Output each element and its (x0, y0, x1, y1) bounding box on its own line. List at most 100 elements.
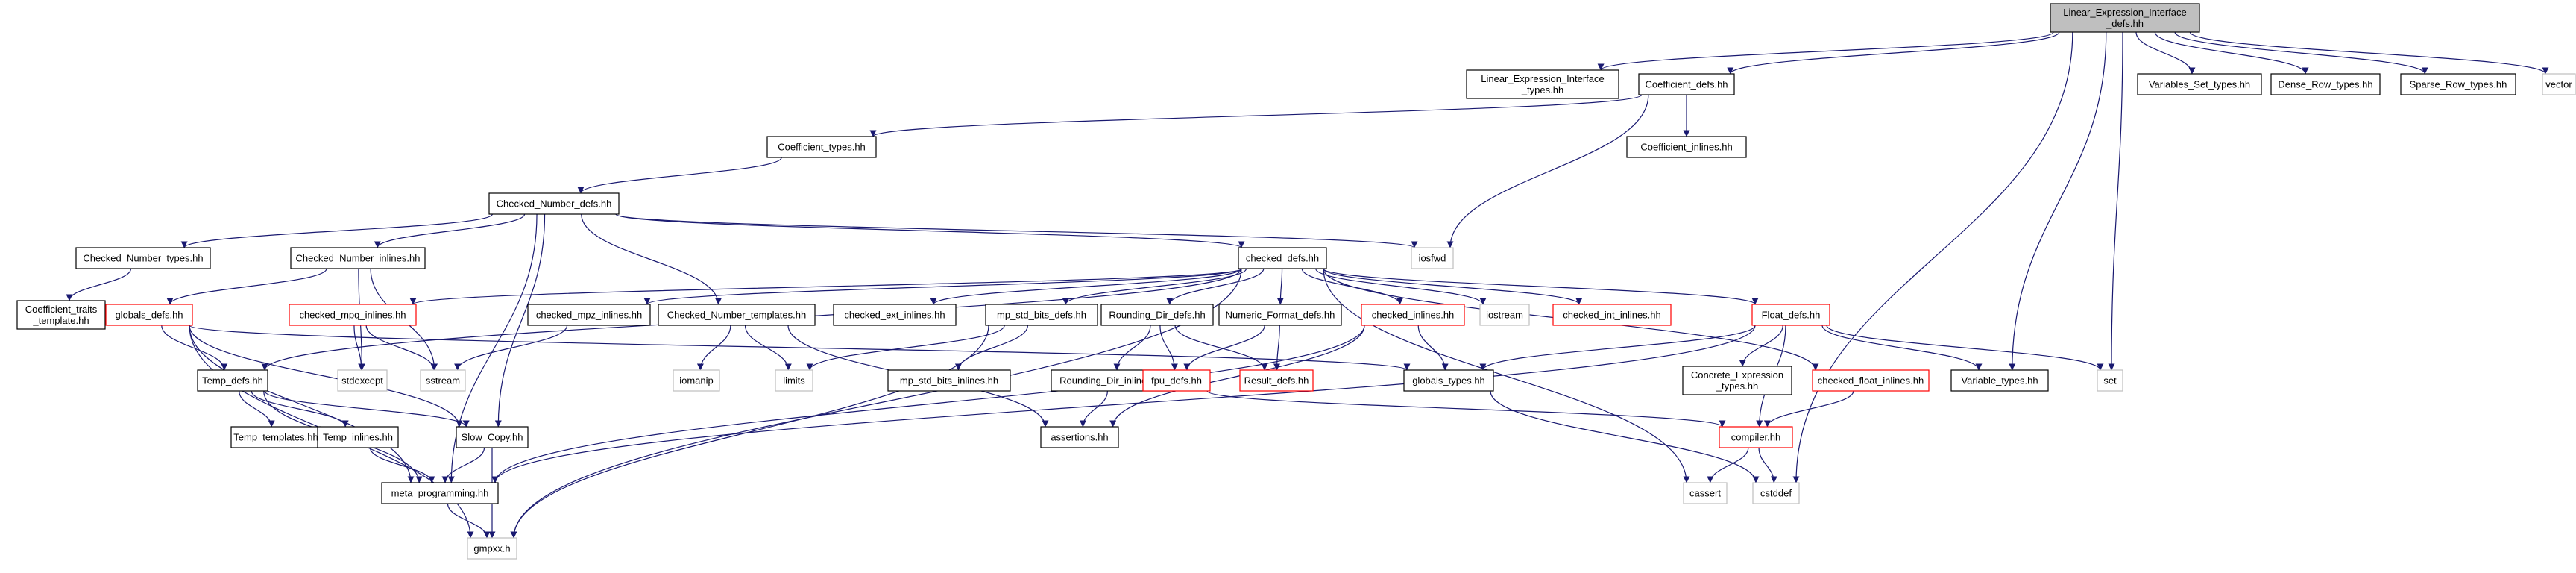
node-lei-types[interactable]: Linear_Expression_Interface_types.hh (1466, 69, 1619, 99)
node-temp-defs[interactable]: Temp_defs.hh (197, 369, 268, 392)
node-vector: vector (2542, 73, 2576, 96)
edge-cn_types-to-coef_traits (66, 268, 132, 301)
node-coef-inlines[interactable]: Coefficient_inlines.hh (1626, 136, 1747, 158)
node-concrete-expr[interactable]: Concrete_Expression_types.hh (1682, 366, 1792, 395)
edge-coef_defs-to-coef_types (869, 94, 1643, 137)
node-temp-inlines[interactable]: Temp_inlines.hh (317, 426, 399, 448)
edge-float_defs-to-set (1826, 325, 2104, 371)
edge-rounding_dir_defs-to-result_defs (1174, 325, 1268, 371)
node-stdexcept: stdexcept (337, 369, 388, 392)
node-root[interactable]: Linear_Expression_Interface_defs.hh (2050, 3, 2200, 33)
edge-coef_defs-to-iosfwd (1446, 94, 1649, 248)
edge-root-to-sparse_row_types (2174, 31, 2428, 75)
node-float-defs[interactable]: Float_defs.hh (1751, 304, 1830, 326)
node-checked-int[interactable]: checked_int_inlines.hh (1552, 304, 1672, 326)
node-fpu-defs[interactable]: fpu_defs.hh (1142, 369, 1211, 392)
edge-root-to-set (2108, 31, 2123, 371)
edge-checked_defs-to-numeric_format (1276, 268, 1284, 305)
node-label: Float_defs.hh (1762, 310, 1821, 321)
node-checked-inlines[interactable]: checked_inlines.hh (1361, 304, 1465, 326)
node-box (1040, 426, 1119, 448)
node-slow-copy[interactable]: Slow_Copy.hh (456, 426, 529, 448)
edge-checked_defs-to-float_defs (1323, 268, 1759, 305)
node-meta-prog[interactable]: meta_programming.hh (381, 482, 499, 504)
node-cn-inlines[interactable]: Checked_Number_inlines.hh (290, 247, 426, 269)
node-box (2097, 369, 2123, 392)
edge-fpu_defs-to-compiler (1206, 390, 1726, 428)
node-cn-types[interactable]: Checked_Number_types.hh (75, 247, 211, 269)
node-vars-set-types[interactable]: Variables_Set_types.hh (2137, 73, 2262, 96)
node-coef-traits[interactable]: Coefficient_traits_template.hh (16, 300, 106, 330)
node-label: Temp_defs.hh (202, 375, 263, 386)
edge-cn_defs-to-slow_copy (494, 213, 546, 428)
edge-temp_inlines-to-meta_prog (369, 447, 435, 483)
node-label: Coefficient_inlines.hh (1640, 142, 1732, 153)
node-label: iosfwd (1419, 253, 1446, 264)
edge-checked_defs-to-iostream (1315, 268, 1487, 305)
node-box (105, 304, 193, 326)
node-box (1361, 304, 1465, 326)
edge-root-to-vector (2189, 31, 2549, 75)
node-box (1812, 369, 1930, 392)
node-label: iomanip (679, 375, 714, 386)
node-cn-defs[interactable]: Checked_Number_defs.hh (488, 192, 620, 215)
node-coef-types[interactable]: Coefficient_types.hh (766, 136, 877, 158)
node-label: Checked_Number_inlines.hh (296, 253, 421, 264)
node-label: Concrete_Expression (1691, 369, 1783, 381)
node-globals-types[interactable]: globals_types.hh (1403, 369, 1494, 392)
node-label: Checked_Number_templates.hh (667, 310, 806, 321)
node-box (1552, 304, 1672, 326)
node-checked-ext[interactable]: checked_ext_inlines.hh (833, 304, 957, 326)
node-label: checked_ext_inlines.hh (844, 310, 945, 321)
node-label: Slow_Copy.hh (462, 432, 523, 443)
node-temp-templates[interactable]: Temp_templates.hh (230, 426, 321, 448)
node-label: sstream (426, 375, 460, 386)
edge-root-to-dense_row_types (2154, 31, 2309, 75)
node-assertions[interactable]: assertions.hh (1040, 426, 1119, 448)
edge-cn_defs-to-cn_inlines (374, 213, 526, 248)
node-dense-row-types[interactable]: Dense_Row_types.hh (2270, 73, 2381, 96)
node-checked-defs[interactable]: checked_defs.hh (1238, 247, 1327, 269)
node-compiler[interactable]: compiler.hh (1719, 426, 1793, 448)
node-box (381, 482, 499, 504)
node-variable-types[interactable]: Variable_types.hh (1950, 369, 2049, 392)
node-rounding-dir-defs[interactable]: Rounding_Dir_defs.hh (1100, 304, 1214, 326)
node-box (467, 537, 517, 560)
node-label: Rounding_Dir_inlines.hh (1059, 375, 1165, 386)
edge-float_defs-to-meta_prog (491, 325, 1756, 483)
node-box (2270, 73, 2381, 96)
node-box (1479, 304, 1530, 326)
node-box (985, 304, 1098, 326)
edge-globals_defs-to-globals_types (189, 325, 1410, 371)
edge-checked_defs-to-checked_mpz (643, 268, 1242, 305)
node-cn-templates[interactable]: Checked_Number_templates.hh (658, 304, 816, 326)
node-checked-float[interactable]: checked_float_inlines.hh (1812, 369, 1930, 392)
node-label: meta_programming.hh (391, 488, 489, 499)
node-label: Coefficient_traits (25, 304, 98, 315)
node-box (1218, 304, 1342, 326)
edge-root-to-vars_set_types (2135, 31, 2196, 75)
edge-cn_defs-to-iosfwd (615, 213, 1418, 248)
node-result-defs[interactable]: Result_defs.hh (1239, 369, 1314, 392)
node-label: Variable_types.hh (1961, 375, 2038, 386)
node-mp-std-bits-inlines[interactable]: mp_std_bits_inlines.hh (887, 369, 1011, 392)
node-globals-defs[interactable]: globals_defs.hh (105, 304, 193, 326)
node-numeric-format[interactable]: Numeric_Format_defs.hh (1218, 304, 1342, 326)
node-checked-mpz[interactable]: checked_mpz_inlines.hh (527, 304, 651, 326)
node-label: cassert (1689, 488, 1721, 499)
node-coef-defs[interactable]: Coefficient_defs.hh (1638, 73, 1735, 96)
edge-cn_templates-to-iomanip (696, 325, 731, 371)
edge-mp_std_bits_defs-to-gmpxx (510, 325, 989, 539)
edge-coef_types-to-cn_defs (577, 157, 782, 194)
node-box (1682, 366, 1792, 395)
edge-checked_mpq-to-sstream (365, 325, 438, 371)
node-mp-std-bits-defs[interactable]: mp_std_bits_defs.hh (985, 304, 1098, 326)
node-checked-mpq[interactable]: checked_mpq_inlines.hh (289, 304, 417, 326)
node-label: Result_defs.hh (1244, 375, 1309, 386)
node-label: Variables_Set_types.hh (2149, 79, 2250, 90)
node-sparse-row-types[interactable]: Sparse_Row_types.hh (2400, 73, 2516, 96)
node-box (833, 304, 957, 326)
node-box (488, 192, 620, 215)
node-label: Temp_inlines.hh (323, 432, 393, 443)
edge-globals_types-to-cstddef (1490, 390, 1760, 483)
